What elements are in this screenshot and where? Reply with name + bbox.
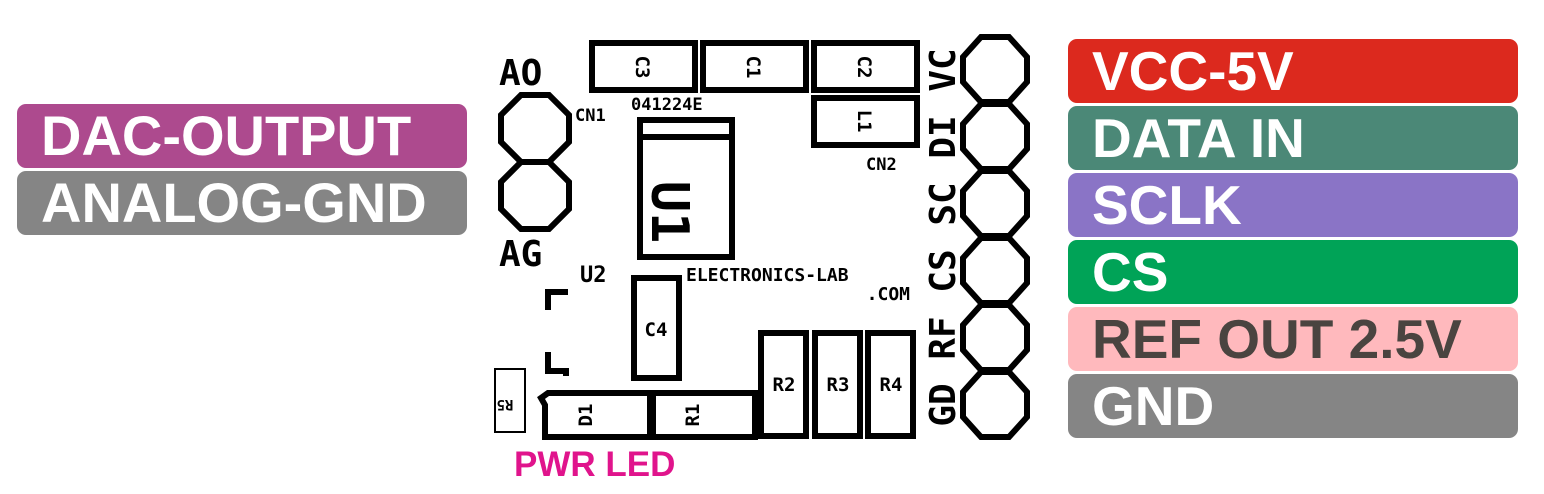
- label-sclk: SCLK: [1068, 173, 1518, 237]
- r1-outline: [650, 390, 758, 440]
- brand-line2: .COM: [867, 284, 911, 305]
- label-cs: CS: [1068, 240, 1518, 304]
- cn2-pad-cs: [960, 235, 1030, 306]
- brand-line1: ELECTRONICS-LAB: [686, 265, 849, 286]
- c3-outline: [589, 40, 698, 93]
- cn2-pin-vc-label: VC: [923, 48, 964, 91]
- cn2-pad-sc: [960, 168, 1030, 239]
- c1-label: C1: [742, 56, 764, 79]
- c4-label: C4: [645, 319, 668, 341]
- c4-outline: [631, 275, 682, 381]
- c2-label: C2: [853, 56, 875, 79]
- label-data-in-text: DATA IN: [1092, 106, 1305, 169]
- u2-mark-bottom: [545, 352, 569, 376]
- c2-outline: [811, 40, 920, 93]
- label-gnd: GND: [1068, 374, 1518, 438]
- pwr-led-label: PWR LED: [514, 445, 676, 484]
- r5-label: R5: [497, 396, 514, 412]
- label-vcc-5v-text: VCC-5V: [1092, 39, 1294, 102]
- cn2-pin-cs-label: CS: [923, 249, 964, 292]
- r2-label: R2: [773, 374, 796, 396]
- label-cs-text: CS: [1092, 240, 1169, 303]
- d1-label: D1: [575, 404, 597, 427]
- label-sclk-text: SCLK: [1092, 173, 1242, 236]
- cn2-pin-gd-label: GD: [923, 383, 964, 426]
- cn2-pad-rf: [960, 302, 1030, 373]
- c1-outline: [700, 40, 809, 93]
- cn2-pad-gd: [960, 369, 1030, 440]
- part-code: 041224E: [631, 95, 703, 115]
- label-analog-gnd: ANALOG-GND: [17, 171, 467, 235]
- cn2-pad-vc: [960, 34, 1030, 105]
- cn1-label: CN1: [575, 106, 606, 126]
- label-dac-output-text: DAC-OUTPUT: [41, 104, 412, 167]
- cn2-pin-rf-label: RF: [923, 316, 964, 359]
- r3-label: R3: [827, 374, 850, 396]
- u2-mark-top: [545, 289, 568, 310]
- r1-label: R1: [682, 404, 704, 427]
- r3-outline: [812, 330, 863, 439]
- c3-label: C3: [631, 56, 653, 79]
- l1-outline: [811, 95, 920, 148]
- cn2-pads: [960, 34, 1030, 440]
- label-ref-out-text: REF OUT 2.5V: [1092, 307, 1462, 370]
- label-data-in: DATA IN: [1068, 106, 1518, 170]
- r2-outline: [758, 330, 809, 439]
- label-dac-output: DAC-OUTPUT: [17, 104, 467, 168]
- cn1-pad-ao: [498, 92, 572, 165]
- l1-label: L1: [853, 110, 875, 133]
- cn2-pad-di: [960, 101, 1030, 172]
- label-ref-out: REF OUT 2.5V: [1068, 307, 1518, 371]
- u1-outline: [637, 117, 735, 260]
- cn1-pad-ag: [498, 159, 572, 232]
- u2-label: U2: [580, 263, 607, 288]
- r5-outline: [494, 368, 526, 433]
- cn1-pin-ag-label: AG: [499, 234, 542, 275]
- r4-label: R4: [880, 374, 903, 396]
- label-analog-gnd-text: ANALOG-GND: [41, 171, 427, 234]
- cn2-label: CN2: [866, 155, 897, 175]
- cn2-pin-di-label: DI: [923, 115, 964, 158]
- cn1-pin-ao-label: AO: [499, 53, 542, 94]
- label-vcc-5v: VCC-5V: [1068, 39, 1518, 103]
- cn2-pin-sc-label: SC: [923, 182, 964, 225]
- label-gnd-text: GND: [1092, 374, 1215, 437]
- r4-outline: [865, 330, 916, 439]
- u1-label: U1: [639, 181, 699, 244]
